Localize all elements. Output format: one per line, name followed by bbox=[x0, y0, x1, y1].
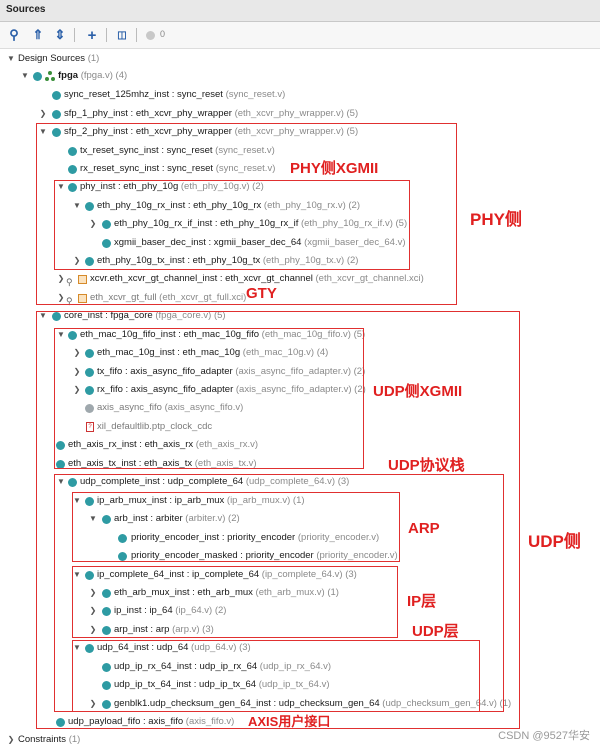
module-icon bbox=[85, 202, 94, 211]
annotation-label: UDP侧 bbox=[528, 532, 581, 551]
chevron-down-icon[interactable]: ▼ bbox=[73, 570, 81, 579]
expand-all-icon[interactable]: ⇕ bbox=[54, 27, 66, 42]
chevron-down-icon[interactable]: ▼ bbox=[57, 182, 65, 191]
annotation-label: PHY侧 bbox=[470, 210, 522, 229]
chevron-right-icon[interactable]: ❯ bbox=[73, 256, 81, 265]
chevron-right-icon[interactable]: ❯ bbox=[73, 348, 81, 357]
chevron-right-icon[interactable]: ❯ bbox=[73, 385, 81, 394]
module-icon bbox=[68, 147, 77, 156]
hierarchy-top-icon bbox=[45, 71, 55, 81]
module-icon bbox=[85, 644, 94, 653]
chevron-right-icon[interactable]: ❯ bbox=[57, 293, 65, 302]
module-icon bbox=[52, 128, 61, 137]
annotation-label: AXIS用户接口 bbox=[248, 714, 331, 729]
chevron-right-icon[interactable]: ❯ bbox=[89, 588, 97, 597]
module-icon bbox=[33, 72, 42, 81]
annotation-box-phy bbox=[36, 123, 457, 305]
module-icon bbox=[102, 663, 111, 672]
chevron-down-icon[interactable]: ▼ bbox=[21, 71, 29, 80]
chevron-down-icon[interactable]: ▼ bbox=[39, 311, 47, 320]
module-icon bbox=[85, 368, 94, 377]
module-icon bbox=[102, 626, 111, 635]
annotation-box-udp-xgmii bbox=[54, 328, 364, 469]
module-icon bbox=[118, 534, 127, 543]
toolbar-counter: 0 bbox=[160, 29, 166, 39]
chevron-down-icon[interactable]: ▼ bbox=[89, 514, 97, 523]
report-icon[interactable]: ◫ bbox=[117, 29, 127, 41]
module-icon bbox=[85, 349, 94, 358]
module-icon bbox=[56, 441, 65, 450]
pin-icon: ⚲ bbox=[66, 277, 73, 287]
chevron-right-icon[interactable]: ❯ bbox=[89, 625, 97, 634]
annotation-box-arp bbox=[72, 492, 400, 562]
module-icon bbox=[85, 386, 94, 395]
module-icon bbox=[102, 607, 111, 616]
chevron-right-icon[interactable]: ❯ bbox=[7, 735, 15, 744]
module-icon bbox=[52, 110, 61, 119]
module-icon bbox=[68, 165, 77, 174]
pin-icon: ⚲ bbox=[66, 296, 73, 306]
annotation-label: GTY bbox=[246, 285, 277, 302]
add-icon[interactable]: + bbox=[87, 26, 97, 44]
annotation-label: IP层 bbox=[407, 593, 437, 610]
annotation-box-phy-xgmii bbox=[54, 180, 410, 270]
module-icon bbox=[102, 681, 111, 690]
collapse-all-icon[interactable]: ⇑ bbox=[32, 27, 44, 42]
module-icon bbox=[85, 257, 94, 266]
chevron-down-icon[interactable]: ▼ bbox=[57, 330, 65, 339]
watermark: CSDN @9527华安 bbox=[498, 730, 590, 742]
toolbar-divider bbox=[74, 28, 75, 42]
toolbar-divider bbox=[136, 28, 137, 42]
module-icon bbox=[56, 460, 65, 469]
chevron-right-icon[interactable]: ❯ bbox=[73, 367, 81, 376]
chevron-down-icon[interactable]: ▼ bbox=[39, 127, 47, 136]
module-icon bbox=[118, 552, 127, 561]
module-icon bbox=[56, 718, 65, 727]
chevron-down-icon[interactable]: ▼ bbox=[73, 496, 81, 505]
module-icon bbox=[102, 515, 111, 524]
toolbar-divider bbox=[106, 28, 107, 42]
module-icon bbox=[52, 91, 61, 100]
missing-file-icon: ? bbox=[86, 422, 94, 432]
module-icon bbox=[68, 478, 77, 487]
module-icon bbox=[68, 183, 77, 192]
chevron-down-icon[interactable]: ▼ bbox=[57, 477, 65, 486]
chevron-right-icon[interactable]: ❯ bbox=[89, 606, 97, 615]
annotation-box-ip bbox=[72, 566, 398, 638]
status-dot-icon bbox=[142, 27, 158, 43]
toolbar: ⚲ ⇑ ⇕ + ◫ 0 bbox=[0, 22, 600, 49]
panel-titlebar: Sources bbox=[0, 0, 600, 22]
module-icon bbox=[102, 239, 111, 248]
annotation-label: PHY侧XGMII bbox=[290, 160, 379, 177]
module-icon bbox=[85, 497, 94, 506]
ip-core-icon bbox=[78, 294, 87, 303]
module-icon bbox=[68, 331, 77, 340]
chevron-right-icon[interactable]: ❯ bbox=[57, 274, 65, 283]
chevron-down-icon[interactable]: ▼ bbox=[7, 54, 15, 63]
chevron-right-icon[interactable]: ❯ bbox=[39, 109, 47, 118]
annotation-box-udp-layer bbox=[72, 640, 480, 712]
annotation-label: UDP层 bbox=[412, 623, 459, 640]
module-icon bbox=[52, 312, 61, 321]
chevron-right-icon[interactable]: ❯ bbox=[89, 219, 97, 228]
module-icon bbox=[102, 220, 111, 229]
chevron-down-icon[interactable]: ▼ bbox=[73, 201, 81, 210]
chevron-down-icon[interactable]: ▼ bbox=[73, 643, 81, 652]
panel-title: Sources bbox=[6, 4, 46, 15]
module-icon bbox=[85, 404, 94, 413]
module-icon bbox=[102, 700, 111, 709]
module-icon bbox=[85, 571, 94, 580]
annotation-label: ARP bbox=[408, 520, 440, 537]
module-icon bbox=[102, 589, 111, 598]
annotation-box-udp bbox=[36, 311, 520, 729]
chevron-right-icon[interactable]: ❯ bbox=[89, 699, 97, 708]
search-icon[interactable]: ⚲ bbox=[9, 27, 19, 42]
annotation-label: UDP协议栈 bbox=[388, 457, 465, 474]
ip-core-icon bbox=[78, 275, 87, 284]
annotation-label: UDP侧XGMII bbox=[373, 383, 463, 400]
